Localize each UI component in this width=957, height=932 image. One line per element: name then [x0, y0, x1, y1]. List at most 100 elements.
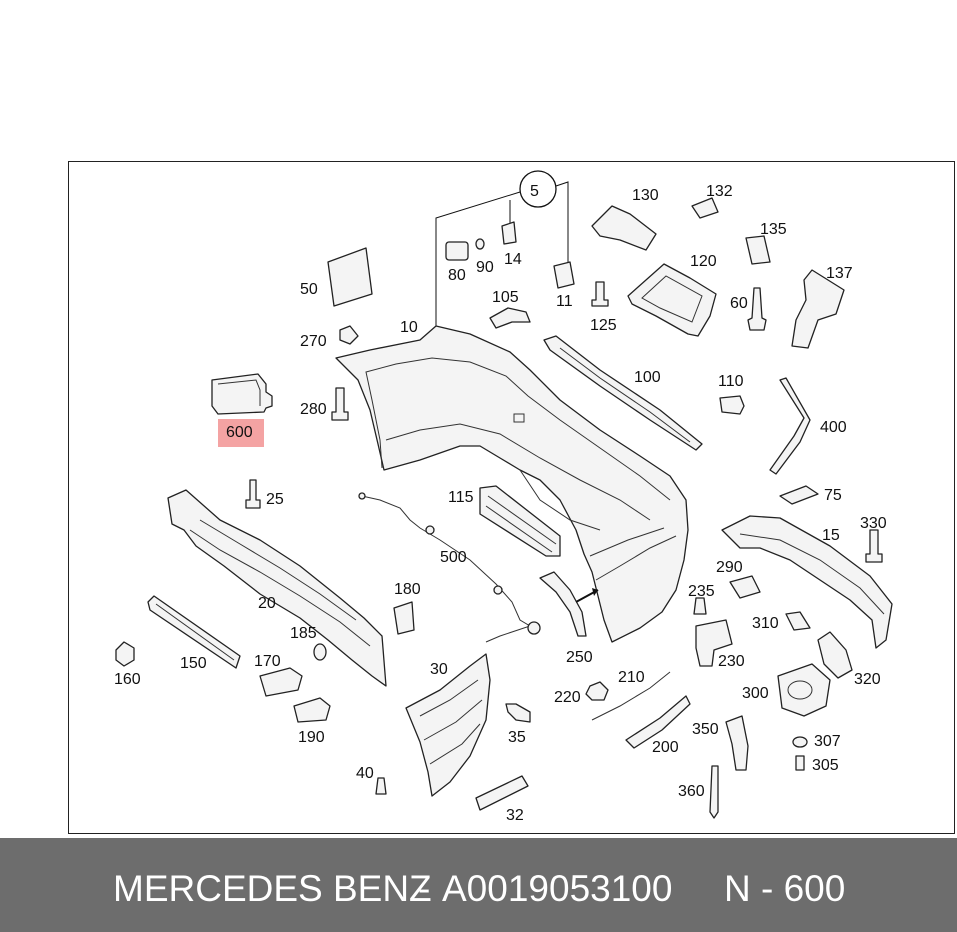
label-110: 110: [718, 373, 744, 390]
callout-5-circle: [519, 170, 557, 208]
label-180: 180: [394, 581, 421, 598]
label-5: 5: [530, 183, 539, 200]
part-20-support: [167, 489, 387, 687]
part-80-grommet: [445, 241, 469, 261]
label-132: 132: [706, 183, 733, 200]
part-132-clip: [691, 197, 719, 219]
part-75-pad: [779, 485, 819, 505]
label-11: 11: [556, 293, 573, 310]
label-350: 350: [692, 721, 719, 738]
part-280-bolt: [331, 387, 349, 421]
label-20: 20: [258, 595, 276, 612]
part-160-nut: [115, 641, 135, 667]
label-125: 125: [590, 317, 617, 334]
part-300-housing: [777, 663, 831, 717]
part-600-cover: [211, 373, 273, 415]
label-100: 100: [634, 369, 661, 386]
label-14: 14: [504, 251, 522, 268]
label-280: 280: [300, 401, 327, 418]
part-230-bracket: [695, 619, 733, 667]
label-50: 50: [300, 281, 318, 298]
label-40: 40: [356, 765, 374, 782]
label-600: 600: [226, 424, 253, 441]
footer-brand: MERCEDES BENZ: [113, 868, 432, 909]
label-75: 75: [824, 487, 842, 504]
label-80: 80: [448, 267, 466, 284]
part-32-strip: [475, 775, 529, 811]
part-40-plug: [375, 777, 387, 795]
part-60-plug: [747, 287, 767, 331]
part-170-bushing: [259, 667, 303, 697]
part-10-bumper-cover: [335, 325, 689, 643]
label-200: 200: [652, 739, 679, 756]
part-115-grille: [479, 485, 561, 557]
label-310: 310: [752, 615, 779, 632]
part-180-bracket: [393, 601, 415, 635]
label-300: 300: [742, 685, 769, 702]
label-60: 60: [730, 295, 748, 312]
label-15: 15: [822, 527, 840, 544]
footer-bar: [0, 838, 957, 932]
part-30-bracket: [405, 653, 491, 797]
part-330-screw: [865, 529, 883, 563]
label-120: 120: [690, 253, 717, 270]
label-360: 360: [678, 783, 705, 800]
footer-callout: N - 600: [724, 868, 846, 909]
part-90-washer: [475, 238, 485, 250]
part-307-washer: [792, 736, 808, 748]
footer-caption: MERCEDES BENZ-A0019053100 N - 600: [0, 868, 957, 912]
label-400: 400: [820, 419, 847, 436]
part-15-diffuser: [721, 515, 893, 649]
label-500: 500: [440, 549, 467, 566]
part-35-clip: [505, 703, 531, 723]
part-350-bracket: [725, 715, 749, 771]
label-130: 130: [632, 187, 659, 204]
part-190-bolt: [293, 697, 331, 723]
part-105-clip: [489, 307, 531, 329]
part-50-plate: [327, 247, 373, 307]
part-310-clip: [785, 611, 811, 631]
label-290: 290: [716, 559, 743, 576]
part-135-clip: [745, 235, 771, 265]
part-137-bracket: [791, 269, 845, 349]
label-235: 235: [688, 583, 715, 600]
highlight-600: [218, 419, 264, 447]
direction-arrow-head: [592, 588, 598, 596]
part-250-strip: [539, 571, 587, 637]
label-330: 330: [860, 515, 887, 532]
part-130-bracket: [591, 205, 657, 251]
part-220-nut: [585, 681, 609, 701]
label-10: 10: [400, 319, 418, 336]
label-160: 160: [114, 671, 141, 688]
label-32: 32: [506, 807, 524, 824]
part-150-strip: [147, 595, 241, 669]
label-220: 220: [554, 689, 581, 706]
part-11-clip: [553, 261, 575, 289]
label-190: 190: [298, 729, 325, 746]
part-400-strip: [769, 377, 811, 475]
part-185-washer: [313, 643, 327, 661]
label-170: 170: [254, 653, 281, 670]
label-135: 135: [760, 221, 787, 238]
footer-separator: -: [418, 868, 431, 909]
footer-part-number: A0019053100: [442, 868, 673, 909]
part-500-wiring: [358, 492, 541, 643]
part-235-screw: [693, 597, 707, 615]
part-200-strip: [625, 695, 691, 749]
label-305: 305: [812, 757, 839, 774]
label-185: 185: [290, 625, 317, 642]
label-210: 210: [618, 669, 645, 686]
label-320: 320: [854, 671, 881, 688]
label-137: 137: [826, 265, 853, 282]
label-25: 25: [266, 491, 284, 508]
part-320-bracket: [817, 631, 853, 679]
part-25-screw: [245, 479, 261, 509]
label-35: 35: [508, 729, 526, 746]
part-125-screw: [591, 281, 609, 307]
part-110-clip: [719, 395, 745, 415]
part-14-clip: [501, 221, 517, 245]
parts-diagram: 5 130 132 135 137 50 80 90 14 11 120 125…: [114, 170, 893, 824]
part-210-strip: [591, 671, 671, 721]
label-307: 307: [814, 733, 841, 750]
label-90: 90: [476, 259, 494, 276]
